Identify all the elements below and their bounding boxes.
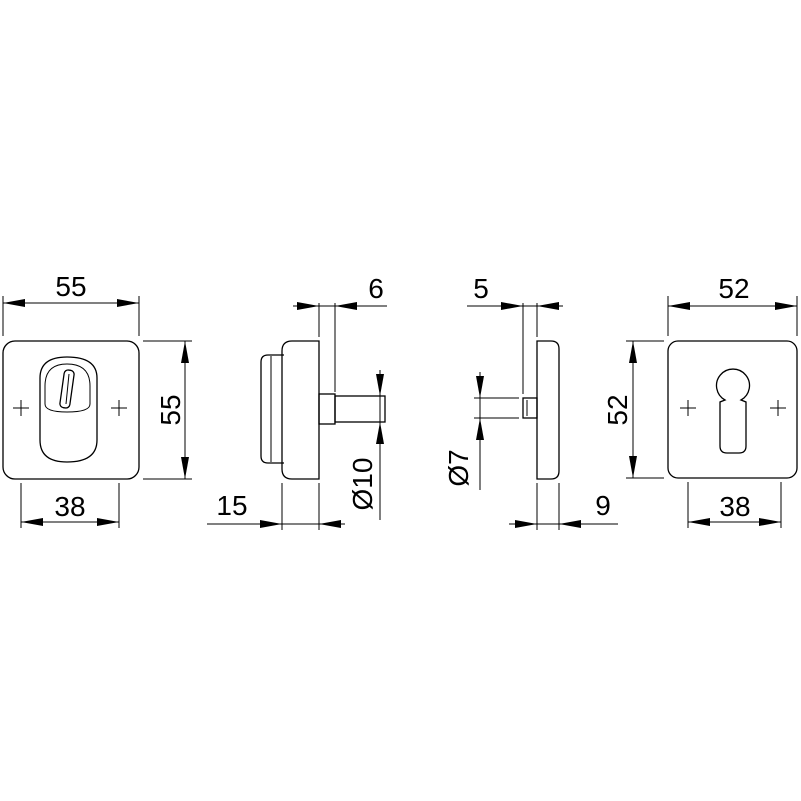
side-view-left: 6 Ø10 15	[207, 273, 387, 530]
screw-mark-right	[111, 400, 127, 416]
dimension-label: 15	[216, 490, 247, 521]
dimension-label: 6	[368, 273, 384, 304]
dimension-label: 9	[595, 490, 611, 521]
dimension-label: 52	[718, 273, 749, 304]
dimension-label: 5	[473, 273, 489, 304]
dimension-depth-15: 15	[207, 483, 345, 530]
pin-collar	[318, 393, 336, 425]
dimension-width-55: 55	[2, 271, 140, 336]
rosette-outline-left	[2, 340, 140, 480]
screw-mark-right	[770, 400, 786, 416]
front-view-right: 52 52 38	[602, 273, 798, 528]
dimension-top-5: 5	[467, 273, 563, 394]
dimension-label: Ø10	[347, 458, 378, 511]
pin-stub	[522, 397, 538, 419]
dimension-label: 38	[719, 491, 750, 522]
screw-mark-left	[13, 400, 29, 416]
dimension-width-52: 52	[667, 273, 798, 336]
cover-step	[260, 354, 284, 464]
dimension-label: 55	[55, 271, 86, 302]
dimension-height-52: 52	[602, 340, 664, 479]
dimension-top-6: 6	[293, 273, 387, 392]
dimension-bottom-38: 38	[20, 483, 120, 528]
pin-10	[334, 395, 386, 423]
oval-cover-inner	[44, 363, 91, 413]
dimension-label: 55	[155, 394, 186, 425]
front-view-left: 55 55 38	[2, 271, 192, 528]
rosette-outline-right	[667, 340, 798, 479]
dimension-pin-10: Ø10	[347, 370, 384, 520]
side-view-right: 5 Ø7 9	[443, 273, 618, 530]
rosette-body-right	[536, 340, 560, 480]
dimension-pin-7: Ø7	[443, 372, 519, 490]
dimension-bottom-38: 38	[687, 482, 782, 528]
dimension-label: 38	[54, 491, 85, 522]
cylinder-keyhole	[715, 368, 751, 454]
dimension-height-55: 55	[143, 340, 192, 480]
swing-cover	[59, 369, 75, 409]
dimension-label: Ø7	[443, 449, 474, 486]
screw-mark-left	[680, 400, 696, 416]
oval-cover-outline	[39, 356, 98, 463]
dimension-depth-9: 9	[509, 483, 618, 530]
dimension-label: 52	[602, 394, 633, 425]
swing-cover-detail	[65, 373, 70, 405]
rosette-body-left	[281, 340, 320, 480]
